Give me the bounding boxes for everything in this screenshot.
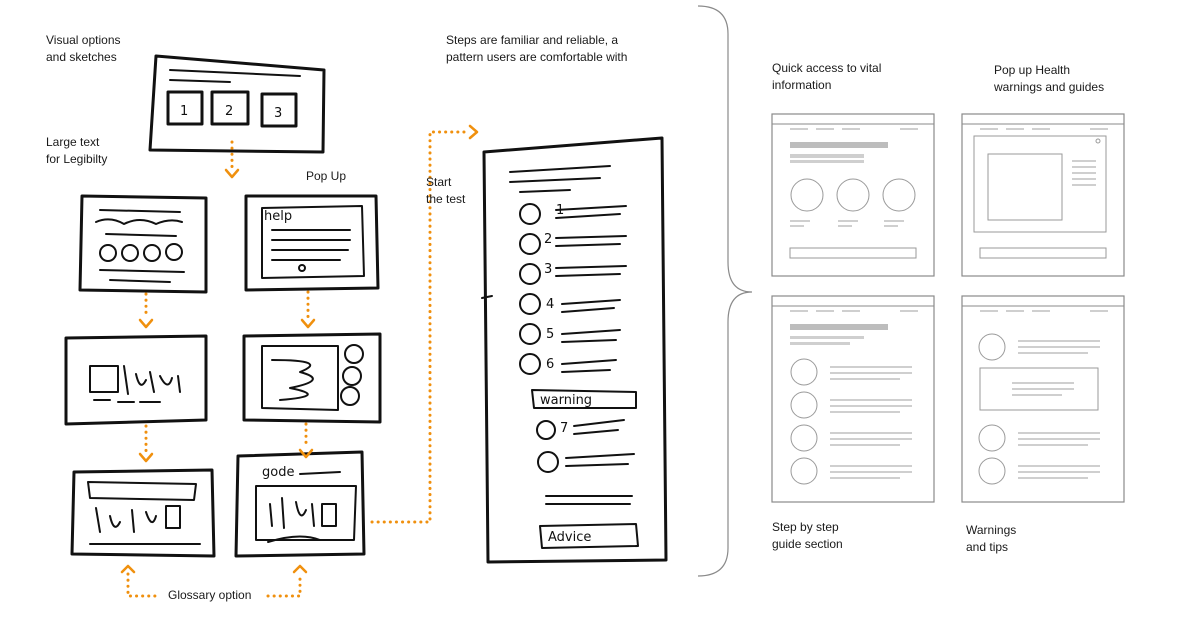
sketch-options-screen: 1 2 3: [148, 54, 326, 154]
step-num-1: 1: [556, 203, 564, 218]
label-visual-options: Visual options and sketches: [46, 33, 121, 64]
sketch-num-2: 2: [225, 104, 233, 119]
sketch-step-list-screen: 1 2 3 4 5 6 warning 7 Advice: [481, 136, 668, 564]
sketch-result-screen: gode: [234, 450, 366, 558]
sketch-warning-text: warning: [540, 393, 592, 408]
wireframe-quick-access: [771, 113, 935, 277]
wireframe-warnings-tips: [961, 295, 1125, 503]
sketch-popup-screen: help: [244, 194, 380, 292]
label-warnings-tips: Warnings and tips: [966, 523, 1017, 554]
sketch-popup-steps-screen: [242, 332, 382, 424]
step-num-3: 3: [544, 262, 552, 277]
label-glossary-option: Glossary option: [168, 588, 252, 602]
sketch-num-3: 3: [274, 106, 282, 121]
sketch-advice-text: Advice: [548, 530, 591, 545]
wireframe-step-by-step: [771, 295, 935, 503]
sketch-large-text-screen: [78, 194, 208, 294]
label-large-text: Large text for Legibilty: [46, 135, 108, 166]
label-quick-access: Quick access to vital information: [772, 61, 882, 92]
step-num-4: 4: [546, 297, 554, 312]
step-num-6: 6: [546, 357, 554, 372]
label-pop-up-health: Pop up Health warnings and guides: [994, 63, 1105, 94]
sketch-glossary-screen-2: [70, 468, 216, 558]
step-num-2: 2: [544, 232, 552, 247]
step-num-5: 5: [546, 327, 554, 342]
label-start-test: Start the test: [426, 175, 466, 206]
label-steps-familiar: Steps are familiar and reliable, a patte…: [446, 33, 628, 64]
sketch-glossary-screen-1: [64, 334, 208, 426]
sketch-header-text: gode: [262, 465, 294, 480]
step-num-7: 7: [560, 421, 568, 436]
wireframe-popup-health: [961, 113, 1125, 277]
orange-connectors: [120, 124, 479, 598]
sketch-help-text: help: [264, 209, 292, 224]
grouping-brace: [697, 5, 753, 577]
label-pop-up: Pop Up: [306, 169, 347, 183]
label-step-by-step: Step by step guide section: [772, 520, 843, 551]
sketch-num-1: 1: [180, 104, 188, 119]
